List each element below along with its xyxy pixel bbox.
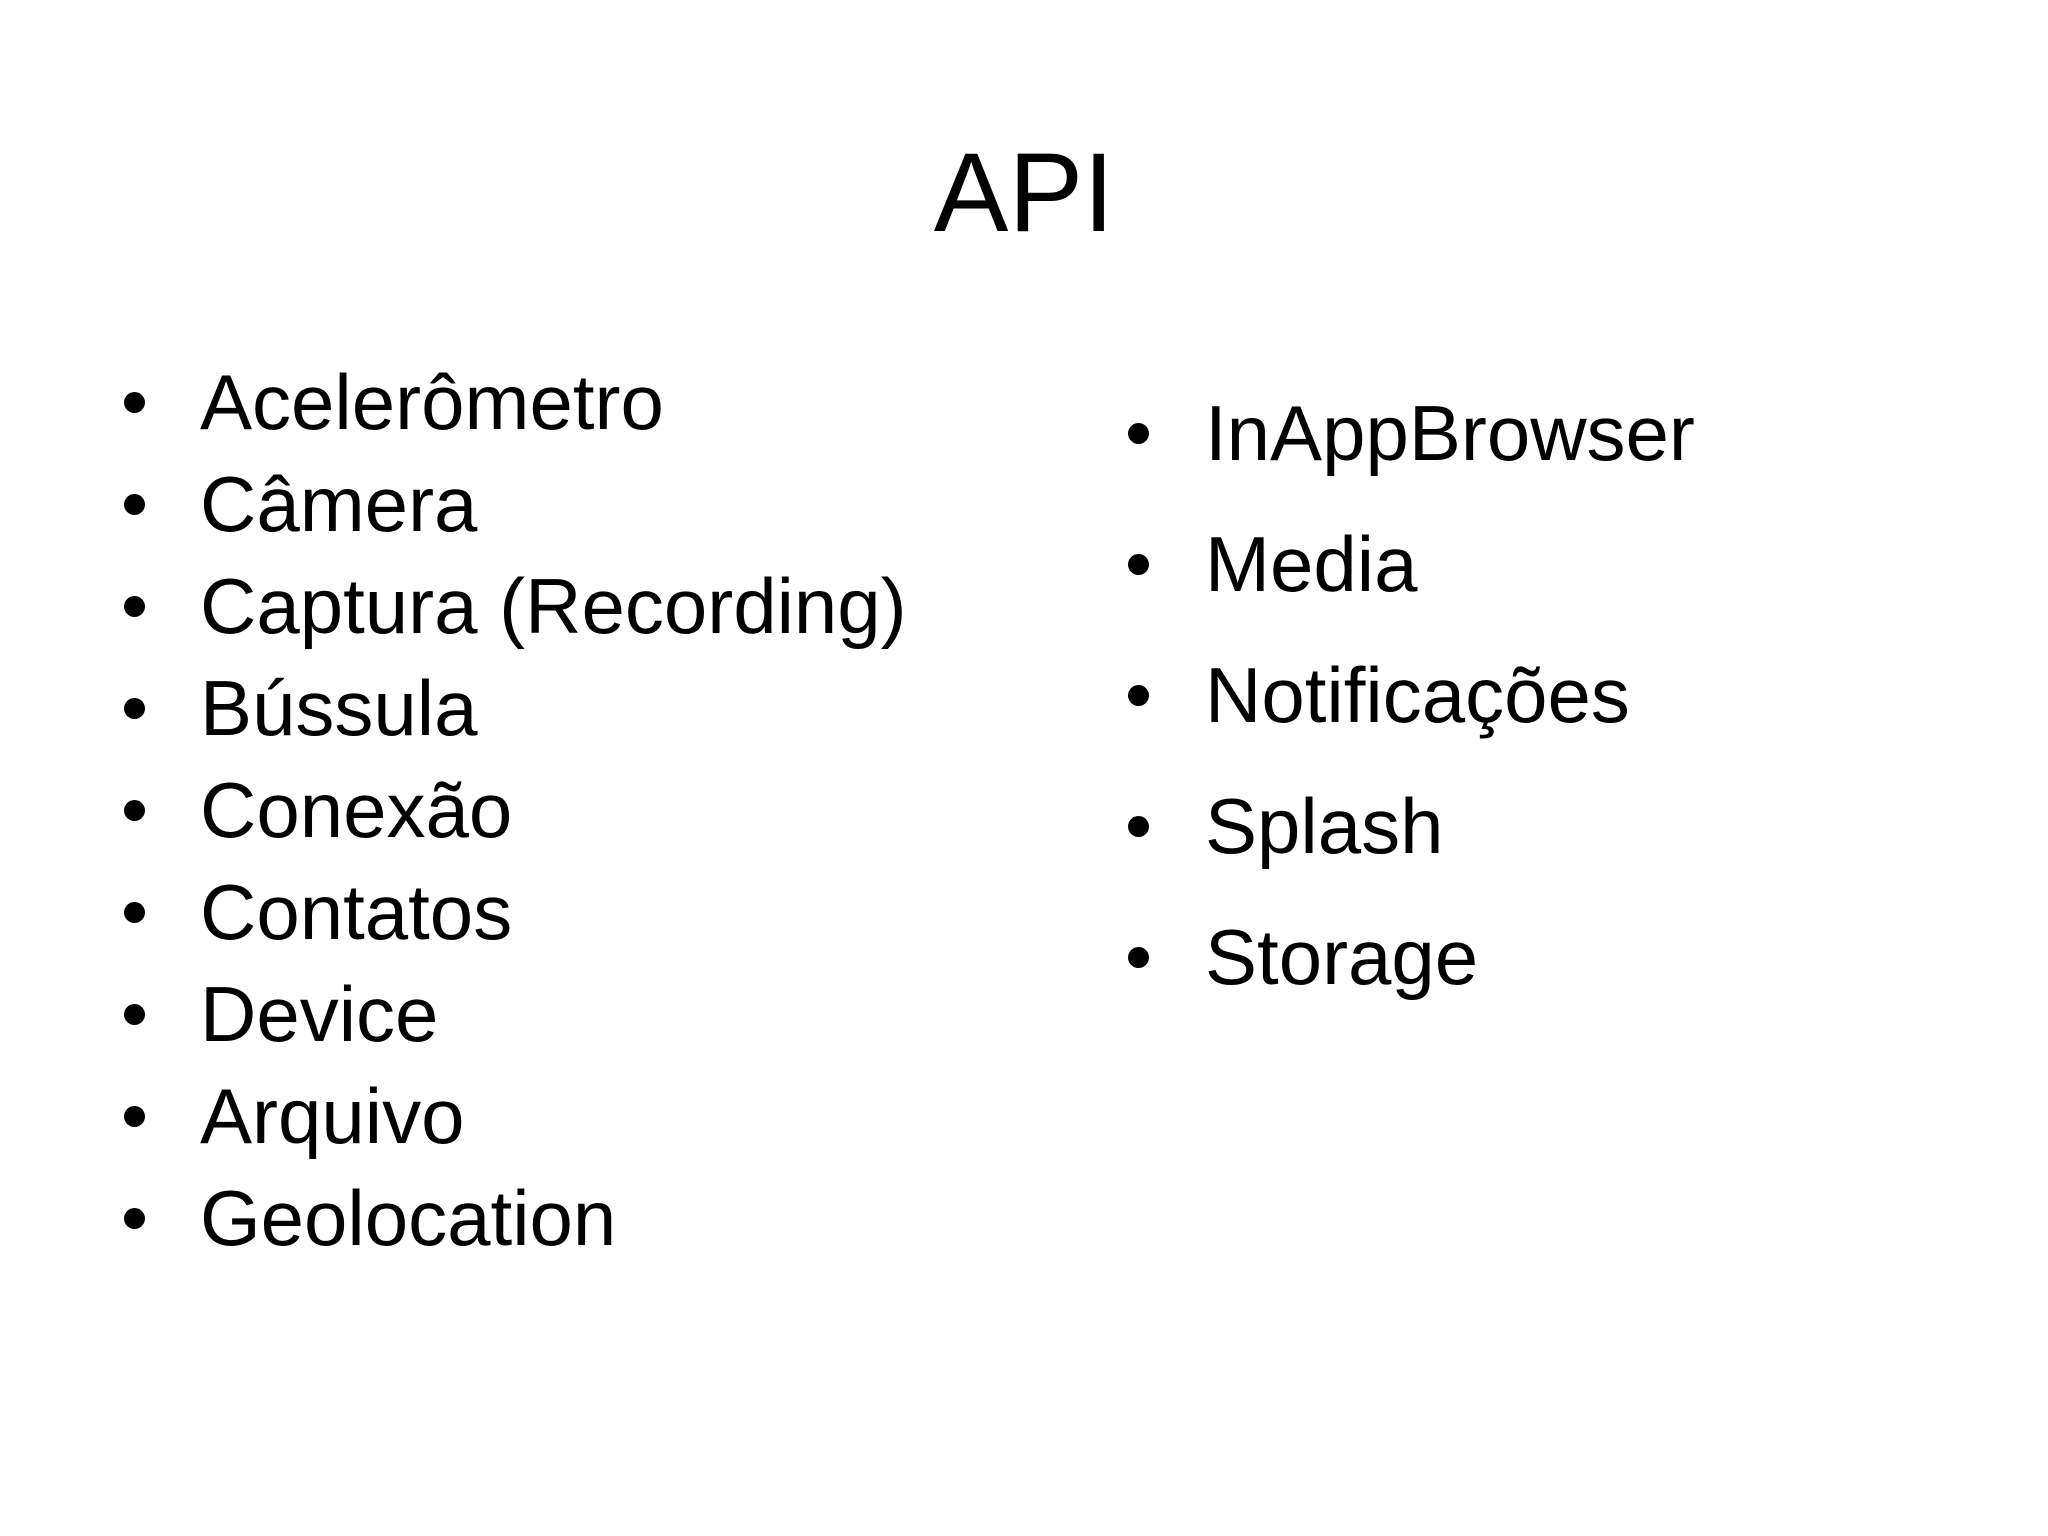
bullet-icon xyxy=(124,493,145,515)
list-item: InAppBrowser xyxy=(1128,368,1695,499)
list-item-label: Conexão xyxy=(200,765,513,854)
list-item-label: Storage xyxy=(1205,913,1479,1001)
list-item-label: Notificações xyxy=(1205,651,1630,739)
bullet-icon xyxy=(124,901,145,923)
bullet-icon xyxy=(1128,554,1149,575)
list-item-label: Câmera xyxy=(200,459,478,548)
list-item-label: Contatos xyxy=(200,867,513,956)
list-item: Storage xyxy=(1128,892,1695,1023)
list-item: Contatos xyxy=(124,861,907,963)
list-item: Notificações xyxy=(1128,630,1695,761)
bullet-icon xyxy=(124,391,145,413)
list-item-label: Acelerômetro xyxy=(200,357,664,446)
bullet-icon xyxy=(124,799,145,821)
list-item-label: Arquivo xyxy=(200,1071,465,1160)
list-item: Captura (Recording) xyxy=(124,555,907,657)
slide-title: API xyxy=(933,130,1115,255)
list-item: Media xyxy=(1128,499,1695,630)
list-item: Câmera xyxy=(124,453,907,555)
right-bullet-list: InAppBrowser Media Notificações Splash S… xyxy=(1128,368,1695,1023)
list-item: Splash xyxy=(1128,761,1695,892)
list-item-label: Bússula xyxy=(200,663,478,752)
list-item-label: Captura (Recording) xyxy=(200,561,907,650)
list-item: Bússula xyxy=(124,657,907,759)
bullet-icon xyxy=(124,595,145,617)
bullet-icon xyxy=(124,697,145,719)
list-item: Arquivo xyxy=(124,1065,907,1167)
bullet-icon xyxy=(1128,423,1149,444)
bullet-icon xyxy=(1128,816,1149,837)
list-item: Device xyxy=(124,963,907,1065)
bullet-icon xyxy=(124,1105,145,1127)
list-item-label: Splash xyxy=(1205,782,1444,870)
list-item-label: InAppBrowser xyxy=(1205,389,1695,477)
list-item: Conexão xyxy=(124,759,907,861)
left-bullet-list: Acelerômetro Câmera Captura (Recording) … xyxy=(124,351,907,1269)
list-item: Geolocation xyxy=(124,1167,907,1269)
list-item-label: Media xyxy=(1205,520,1418,608)
bullet-icon xyxy=(124,1003,145,1025)
bullet-icon xyxy=(1128,685,1149,706)
bullet-icon xyxy=(1128,947,1149,968)
list-item: Acelerômetro xyxy=(124,351,907,453)
bullet-icon xyxy=(124,1207,145,1229)
list-item-label: Geolocation xyxy=(200,1173,617,1262)
list-item-label: Device xyxy=(200,969,439,1058)
